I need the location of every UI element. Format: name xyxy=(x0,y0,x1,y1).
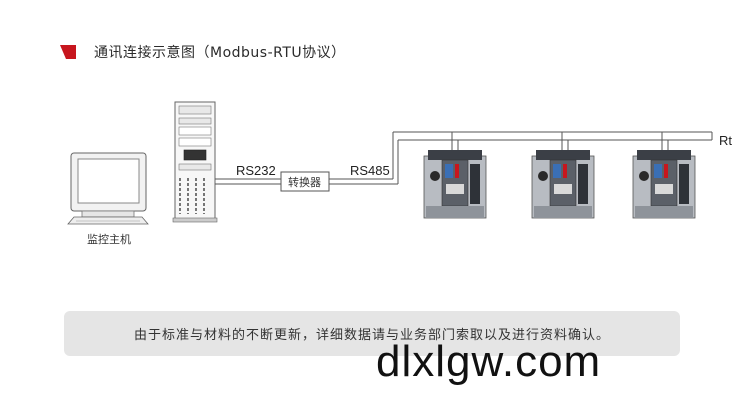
connection-diagram: 监控主机 RS232 转换器 RS485 Rt xyxy=(67,101,732,246)
server-icon xyxy=(172,101,218,223)
converter-label: 转换器 xyxy=(288,175,321,189)
rs232-label: RS232 xyxy=(236,163,276,178)
terminator-label: Rt xyxy=(719,133,732,148)
rs485-bus xyxy=(329,131,713,185)
breaker-device-icon xyxy=(531,150,595,219)
diagram-title: 通讯连接示意图（Modbus-RTU协议） xyxy=(94,45,346,61)
monitor-icon xyxy=(67,152,149,225)
red-flag-icon xyxy=(60,45,76,59)
diagram-header: 通讯连接示意图（Modbus-RTU协议） xyxy=(60,41,346,63)
watermark: dlxlgw.com xyxy=(376,337,602,386)
monitor-label: 监控主机 xyxy=(87,232,131,246)
note-box: 由于标准与材料的不断更新，详细数据请与业务部门索取以及进行资料确认。 xyxy=(64,311,680,356)
note-text: 由于标准与材料的不断更新，详细数据请与业务部门索取以及进行资料确认。 xyxy=(133,328,610,343)
converter-box xyxy=(280,171,330,192)
rs485-label: RS485 xyxy=(350,163,390,178)
breaker-device-icon xyxy=(632,150,696,219)
breaker-device-icon xyxy=(423,150,487,219)
rs232-cable xyxy=(215,178,281,185)
